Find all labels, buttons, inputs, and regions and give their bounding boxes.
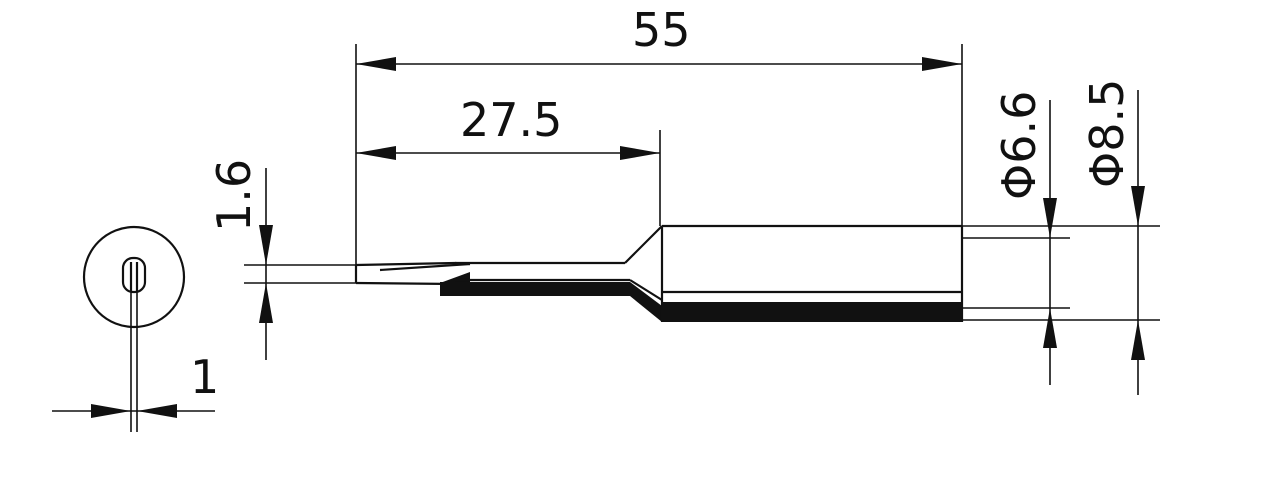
tip-thickness-dimension: 1.6 bbox=[207, 159, 356, 360]
tip-side-view bbox=[354, 224, 964, 322]
diameter-extension-lines bbox=[962, 225, 1160, 321]
total-length-dimension: 55 bbox=[355, 3, 963, 265]
tip-end-view bbox=[82, 225, 186, 432]
inner-diameter-dimension: Φ6.6 bbox=[992, 91, 1057, 385]
tip-length-dimension: 27.5 bbox=[356, 93, 661, 226]
tip-length-label: 27.5 bbox=[460, 93, 562, 147]
total-length-label: 55 bbox=[632, 3, 691, 57]
tip-width-dimension: 1 bbox=[52, 350, 219, 418]
tip-width-label: 1 bbox=[190, 350, 219, 404]
outer-diameter-label: Φ8.5 bbox=[1080, 79, 1134, 188]
tip-thickness-label: 1.6 bbox=[207, 159, 261, 232]
inner-diameter-label: Φ6.6 bbox=[992, 91, 1046, 200]
outer-diameter-dimension: Φ8.5 bbox=[1080, 79, 1145, 395]
